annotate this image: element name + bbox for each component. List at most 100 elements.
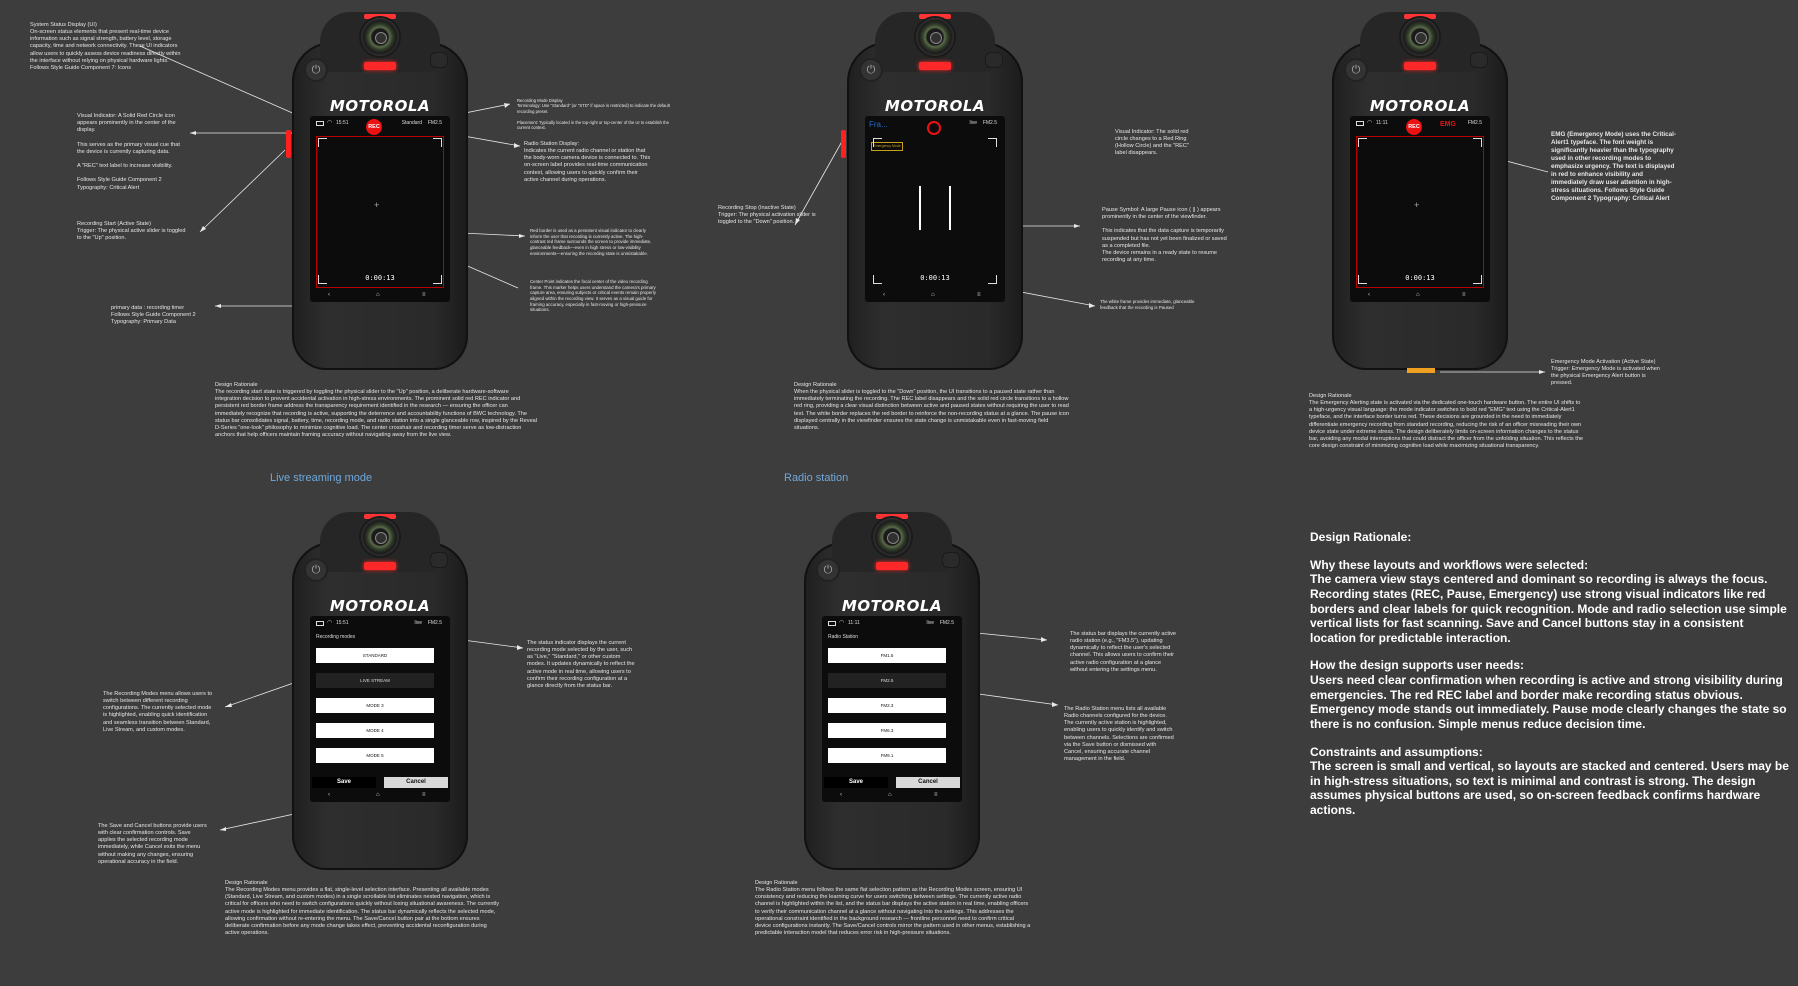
note-radio-station-display: Radio Station Display: Indicates the cur… — [524, 141, 651, 183]
note-primary-data: primary data : recording timer Follows S… — [111, 305, 196, 326]
nav-bar: ‹ ⌂ ≡ — [822, 790, 962, 802]
radio-channel-label: FM2.5 — [1467, 120, 1482, 126]
menu-icon[interactable]: ≡ — [422, 792, 426, 798]
recording-mode-label: Standard — [401, 120, 422, 126]
frame-corner — [318, 275, 327, 284]
power-button-icon[interactable]: ⏻ — [304, 58, 328, 82]
camera-lens — [1401, 18, 1439, 56]
station-option[interactable]: FM6.3 — [828, 723, 946, 738]
wifi-icon: ◠ — [1367, 120, 1373, 126]
note-emg-activation: Emergency Mode Activation (Active State)… — [1551, 359, 1660, 387]
power-button-icon[interactable]: ⏻ — [304, 558, 328, 582]
cancel-button[interactable]: Cancel — [896, 777, 960, 788]
radio-channel-label: FM2.5 — [939, 620, 954, 626]
recording-red-border — [1356, 136, 1484, 288]
rec-indicator: REC — [1406, 119, 1422, 135]
station-option-selected[interactable]: FM2.5 — [828, 673, 946, 688]
status-bar: live FM2.5 — [865, 116, 1005, 130]
power-button-icon[interactable]: ⏻ — [1344, 58, 1368, 82]
recording-red-border — [316, 136, 444, 288]
side-knob[interactable] — [1470, 52, 1488, 68]
back-icon[interactable]: ‹ — [328, 292, 330, 298]
save-button[interactable]: Save — [312, 777, 376, 788]
back-icon[interactable]: ‹ — [1368, 292, 1370, 298]
menu-title: Recording modes — [316, 634, 356, 640]
station-option[interactable]: FM9.1 — [828, 748, 946, 763]
mode-option-selected[interactable]: LIVE STREAM — [316, 673, 434, 688]
mode-option[interactable]: STANDARD — [316, 648, 434, 663]
wifi-icon: ◠ — [327, 120, 333, 126]
save-button[interactable]: Save — [824, 777, 888, 788]
status-bar: ◠ 11:11 live FM2.5 — [822, 616, 962, 630]
recording-timer: 0:00:13 — [1405, 274, 1435, 282]
battery-icon — [828, 621, 836, 626]
clock: 15:51 — [336, 120, 349, 126]
rationale-q1: Why these layouts and workflows were sel… — [1310, 557, 1589, 572]
home-icon[interactable]: ⌂ — [888, 792, 892, 798]
brand-logo: MOTOROLA — [884, 97, 986, 115]
home-icon[interactable]: ⌂ — [931, 292, 935, 298]
back-icon[interactable]: ‹ — [328, 792, 330, 798]
power-button-icon[interactable]: ⏻ — [816, 558, 840, 582]
frame-corner — [1473, 138, 1482, 147]
battery-icon — [316, 121, 324, 126]
device-screen: ◠ 11:11 FM2.5 EMG REC + 0:00:13 ‹ ⌂ ≡ — [1350, 116, 1490, 302]
emergency-alert-button[interactable] — [1407, 368, 1435, 373]
menu-icon[interactable]: ≡ — [977, 292, 981, 298]
design-rationale-summary: Design Rationale: Why these layouts and … — [1310, 530, 1790, 831]
recording-mode-label: live — [969, 120, 977, 126]
section-title-radio: Radio station — [784, 472, 849, 484]
home-icon[interactable]: ⌂ — [1416, 292, 1420, 298]
menu-icon[interactable]: ≡ — [422, 292, 426, 298]
back-icon[interactable]: ‹ — [883, 292, 885, 298]
led-indicator-front — [364, 62, 396, 70]
led-indicator-top — [919, 14, 951, 19]
back-icon[interactable]: ‹ — [840, 792, 842, 798]
home-icon[interactable]: ⌂ — [376, 792, 380, 798]
led-indicator-top — [876, 514, 908, 519]
wifi-icon: ◠ — [839, 620, 845, 626]
record-slider-up[interactable] — [286, 130, 291, 158]
home-icon[interactable]: ⌂ — [376, 292, 380, 298]
mode-option[interactable]: MODE 5 — [316, 748, 434, 763]
status-bar: ◠ 11:11 FM2.5 — [1350, 116, 1490, 130]
rationale-q2: How the design supports user needs: — [1310, 658, 1525, 673]
led-indicator-top — [364, 14, 396, 19]
rationale-q3: Constraints and assumptions: — [1310, 744, 1483, 759]
side-knob[interactable] — [430, 552, 448, 568]
station-option[interactable]: FM2.3 — [828, 698, 946, 713]
camera-lens — [873, 518, 911, 556]
mode-option[interactable]: MODE 4 — [316, 723, 434, 738]
power-button-icon[interactable]: ⏻ — [859, 58, 883, 82]
led-indicator-front — [876, 562, 908, 570]
led-indicator-front — [364, 562, 396, 570]
crosshair-icon: + — [374, 200, 380, 210]
rationale-a1: The camera view stays centered and domin… — [1310, 572, 1787, 645]
frame-corner — [1358, 138, 1367, 147]
side-knob[interactable] — [985, 52, 1003, 68]
side-knob[interactable] — [942, 552, 960, 568]
note-emg-mode: EMG (Emergency Mode) uses the Critical- … — [1551, 131, 1676, 203]
menu-icon[interactable]: ≡ — [934, 792, 938, 798]
station-option[interactable]: FM1.5 — [828, 648, 946, 663]
device-screen: ◠ 11:11 live FM2.5 Radio Station FM1.5 F… — [822, 616, 962, 802]
wifi-icon: ◠ — [327, 620, 333, 626]
brand-logo: MOTOROLA — [329, 597, 431, 615]
note-design-rationale-1: Design Rationale The recording start sta… — [215, 382, 538, 439]
status-bar: ◠ 15:51 live FM2.5 — [310, 616, 450, 630]
note-design-rationale-3: Design Rationale The Emergency Alerting … — [1309, 393, 1584, 450]
battery-icon — [316, 621, 324, 626]
device-screen: ◠ 15:51 Standard FM2.5 REC + 0:00:13 ‹ ⌂… — [310, 116, 450, 302]
note-white-frame: The white frame provides immediate, glan… — [1100, 299, 1195, 310]
menu-icon[interactable]: ≡ — [1462, 292, 1466, 298]
note-design-rationale-4: Design Rationale The Recording Modes men… — [225, 880, 500, 937]
mode-option[interactable]: MODE 3 — [316, 698, 434, 713]
crosshair-icon: + — [1414, 200, 1420, 210]
record-slider-down[interactable] — [841, 130, 846, 158]
frame-corner — [988, 138, 997, 147]
cancel-button[interactable]: Cancel — [384, 777, 448, 788]
brand-logo: MOTOROLA — [841, 597, 943, 615]
recording-mode-label: live — [926, 620, 934, 626]
frame-corner — [988, 275, 997, 284]
side-knob[interactable] — [430, 52, 448, 68]
